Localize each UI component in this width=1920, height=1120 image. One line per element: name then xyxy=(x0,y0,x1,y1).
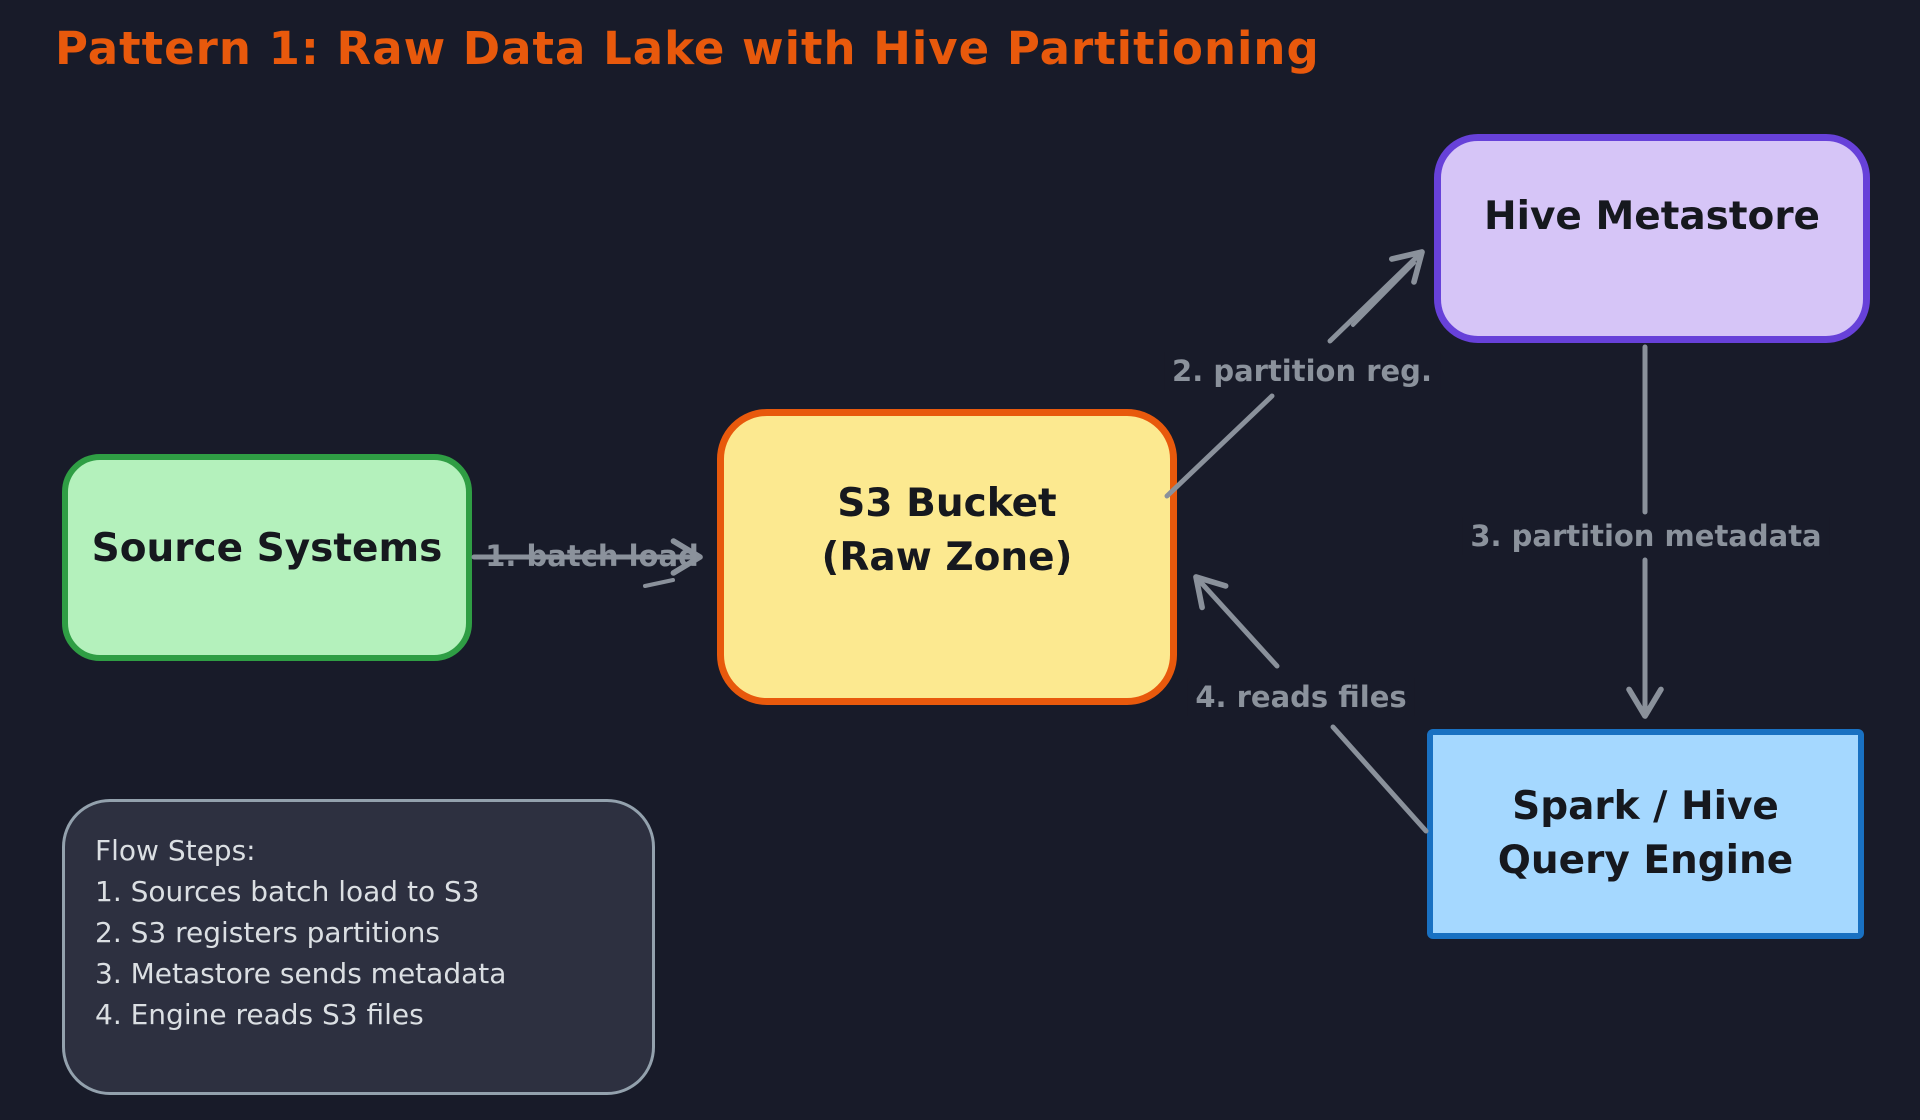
node-source-systems-label: Source Systems xyxy=(91,525,443,571)
node-hive-metastore: Hive Metastore xyxy=(1434,134,1870,343)
edge-label-partition-metadata: 3. partition metadata xyxy=(1462,517,1830,555)
node-query-engine-label-line2: Query Engine xyxy=(1497,838,1794,883)
flow-steps-legend: Flow Steps: 1. Sources batch load to S3 … xyxy=(62,799,655,1095)
edge-partition-reg-arrow xyxy=(1327,249,1425,344)
node-source-systems: Source Systems xyxy=(62,454,472,661)
edge-partition-reg-arrow-segment xyxy=(1164,393,1275,499)
flow-steps-heading: Flow Steps: xyxy=(95,834,256,867)
edge-reads-files-arrow-segment xyxy=(1330,724,1429,834)
node-hive-metastore-label: Hive Metastore xyxy=(1483,193,1820,239)
node-s3-bucket: S3 Bucket (Raw Zone) xyxy=(717,409,1177,705)
flow-step-item: 1. Sources batch load to S3 xyxy=(95,875,480,908)
edge-label-partition-reg: 2. partition reg. xyxy=(1164,352,1440,390)
node-query-engine-label-line1: Spark / Hive xyxy=(1512,784,1779,830)
edge-partition-reg-sketch-stroke xyxy=(1351,261,1416,327)
edge-label-reads-files: 4. reads files xyxy=(1187,678,1415,716)
edge-reads-files-sketch-stroke xyxy=(1206,588,1262,650)
node-s3-bucket-label-line1: S3 Bucket xyxy=(837,481,1057,527)
diagram-title: Pattern 1: Raw Data Lake with Hive Parti… xyxy=(55,22,1320,75)
edge-reads-files-arrow xyxy=(1193,574,1280,669)
flow-step-item: 3. Metastore sends metadata xyxy=(95,957,507,990)
flow-step-item: 2. S3 registers partitions xyxy=(95,916,440,949)
node-s3-bucket-label-line2: (Raw Zone) xyxy=(821,535,1073,580)
flow-step-item: 4. Engine reads S3 files xyxy=(95,998,424,1031)
node-query-engine: Spark / Hive Query Engine xyxy=(1427,729,1864,939)
edge-batch-load-sketch-stroke xyxy=(643,578,675,588)
edge-label-batch-load: 1. batch load xyxy=(485,539,699,573)
